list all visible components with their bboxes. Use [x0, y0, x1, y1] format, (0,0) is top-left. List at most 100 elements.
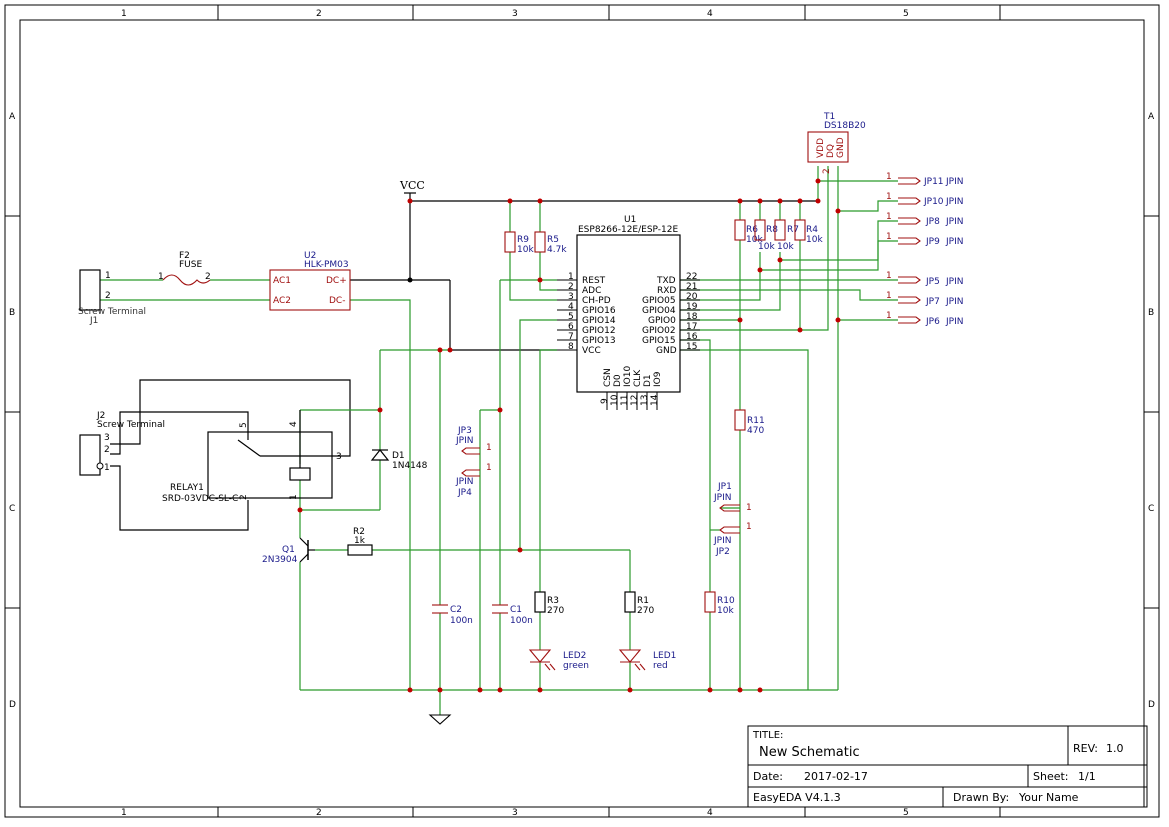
svg-text:2: 2	[316, 9, 322, 19]
svg-text:VDD: VDD	[816, 138, 826, 158]
svg-text:4: 4	[568, 302, 574, 312]
svg-text:1: 1	[105, 271, 111, 281]
svg-text:1: 1	[886, 271, 892, 281]
svg-text:LED2: LED2	[563, 651, 586, 661]
jp4-jpin: 1 JPIN JP4	[455, 463, 492, 498]
jp11-jpin: 1 JP11 JPIN	[886, 172, 963, 187]
svg-text:JP10: JP10	[923, 197, 944, 207]
svg-text:HLK-PM03: HLK-PM03	[304, 260, 349, 270]
svg-text:1: 1	[289, 494, 299, 500]
svg-text:4: 4	[707, 808, 713, 818]
svg-text:CSN: CSN	[603, 368, 613, 387]
c2-capacitor: C2 100n	[432, 604, 473, 626]
svg-text:1k: 1k	[354, 536, 366, 546]
svg-text:1: 1	[746, 503, 752, 513]
svg-text:8: 8	[568, 342, 574, 352]
svg-text:19: 19	[686, 302, 698, 312]
r5-resistor: R5 4.7k	[534, 231, 567, 255]
title-label: TITLE:	[752, 730, 783, 741]
svg-text:RXD: RXD	[657, 286, 676, 296]
frame-ticks	[5, 5, 1159, 817]
vcc-symbol: VCC	[399, 179, 425, 194]
svg-text:3: 3	[104, 433, 110, 443]
frame-row-labels-left: A B C D	[9, 112, 16, 710]
svg-text:2: 2	[205, 272, 211, 282]
svg-text:16: 16	[686, 332, 698, 342]
svg-text:R1: R1	[637, 596, 649, 606]
title-value: New Schematic	[759, 745, 860, 760]
svg-text:1: 1	[568, 272, 574, 282]
svg-text:GND: GND	[656, 346, 677, 356]
svg-text:A: A	[9, 112, 16, 122]
svg-text:U2: U2	[304, 251, 316, 261]
f2-fuse: F2 FUSE 1 2	[158, 251, 211, 286]
svg-text:17: 17	[686, 322, 697, 332]
svg-text:JP5: JP5	[925, 277, 940, 287]
svg-text:VCC: VCC	[582, 346, 601, 356]
svg-text:R2: R2	[353, 527, 365, 537]
svg-text:GPIO05: GPIO05	[642, 296, 676, 306]
r1-resistor: R1 270	[624, 591, 654, 616]
svg-text:R11: R11	[747, 416, 765, 426]
svg-text:JPIN: JPIN	[713, 536, 731, 546]
svg-text:4: 4	[289, 421, 299, 427]
svg-text:JPIN: JPIN	[945, 277, 963, 287]
relay1: 4 5 3 1 2 RELAY1 SRD-03VDC-SL-C	[162, 410, 342, 504]
svg-text:5: 5	[568, 312, 574, 322]
svg-text:100n: 100n	[450, 616, 473, 626]
svg-text:21: 21	[686, 282, 697, 292]
svg-text:D: D	[1148, 700, 1155, 710]
svg-text:U1: U1	[624, 215, 636, 225]
r11-resistor: R11 470	[734, 409, 765, 436]
svg-text:D1: D1	[643, 374, 653, 387]
date-value: 2017-02-17	[804, 770, 868, 783]
svg-text:DC+: DC+	[326, 276, 347, 286]
svg-text:JPIN: JPIN	[945, 317, 963, 327]
svg-text:JPIN: JPIN	[455, 477, 473, 487]
svg-text:3: 3	[512, 9, 518, 19]
svg-text:5: 5	[239, 422, 249, 428]
svg-text:GPIO15: GPIO15	[642, 336, 676, 346]
j1-screw-terminal: 1 2 Screw Terminal J1	[78, 269, 146, 326]
svg-text:10: 10	[610, 394, 620, 406]
jp7-jpin: 1 JP7 JPIN	[886, 291, 963, 307]
svg-text:REST: REST	[582, 276, 606, 286]
svg-text:GPIO12: GPIO12	[582, 326, 616, 336]
svg-text:CH-PD: CH-PD	[582, 296, 611, 306]
svg-text:IO9: IO9	[653, 371, 663, 387]
svg-text:R5: R5	[547, 235, 559, 245]
outer-frame	[4, 4, 1160, 818]
svg-text:3: 3	[568, 292, 574, 302]
svg-text:CLK: CLK	[633, 369, 643, 387]
svg-text:JP9: JP9	[925, 237, 940, 247]
title-block: TITLE: New Schematic REV: 1.0 Date: 2017…	[747, 725, 1148, 808]
svg-text:12: 12	[630, 395, 640, 406]
svg-text:10k: 10k	[777, 242, 794, 252]
svg-text:TXD: TXD	[656, 276, 676, 286]
svg-text:470: 470	[747, 426, 764, 436]
svg-text:RELAY1: RELAY1	[170, 483, 204, 493]
frame-col-labels-bottom: 1 2 3 4 5	[121, 808, 909, 818]
svg-text:2N3904: 2N3904	[262, 555, 298, 565]
svg-text:4.7k: 4.7k	[547, 245, 567, 255]
r8-resistor: R8 10k	[754, 219, 778, 252]
svg-text:B: B	[9, 308, 15, 318]
svg-text:A: A	[1148, 112, 1155, 122]
svg-text:15: 15	[686, 342, 697, 352]
svg-text:2: 2	[104, 445, 110, 455]
svg-text:F2: F2	[179, 251, 190, 261]
svg-text:R10: R10	[717, 596, 735, 606]
svg-text:1: 1	[486, 463, 492, 473]
jp6-jpin: 1 JP6 JPIN	[886, 311, 963, 327]
jp3-jpin: JP3 JPIN 1	[455, 426, 492, 455]
svg-text:JP8: JP8	[925, 217, 940, 227]
svg-text:4: 4	[707, 9, 713, 19]
svg-text:DC-: DC-	[329, 296, 345, 306]
svg-text:JPIN: JPIN	[713, 493, 731, 503]
svg-text:JP11: JP11	[923, 177, 944, 187]
junction-dcplus	[407, 277, 413, 283]
svg-text:1: 1	[886, 172, 892, 182]
svg-text:AC1: AC1	[273, 276, 291, 286]
svg-text:JPIN: JPIN	[945, 297, 963, 307]
